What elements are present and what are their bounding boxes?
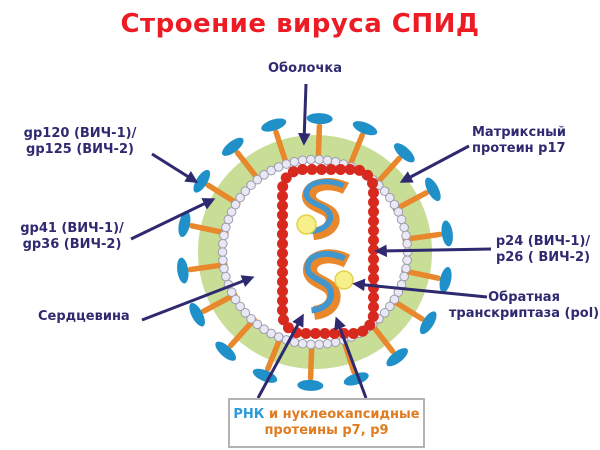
arrow-core xyxy=(141,275,255,322)
label-p24-line1: p24 (ВИЧ-1)/ xyxy=(495,234,591,249)
rna-caption-box: РНК и нуклеокапсидные протеины p7, p9 xyxy=(228,398,425,448)
label-gp120: gp120 (ВИЧ-1)/ gp125 (ВИЧ-2) xyxy=(6,126,154,157)
enzyme-circle-lower xyxy=(334,270,354,290)
label-envelope-text: Оболочка xyxy=(267,61,343,76)
label-gp41-line1: gp41 (ВИЧ-1)/ xyxy=(20,221,124,236)
rna-caption-rest: и нуклеокапсидные xyxy=(264,407,420,422)
label-matrix-line1: Матриксный xyxy=(472,125,567,140)
arrow-p24 xyxy=(374,244,492,258)
label-matrix-line2: протеин p17 xyxy=(472,140,566,156)
capsid-p24-ring xyxy=(277,164,380,340)
slide-title: Строение вируса СПИД xyxy=(120,9,480,39)
label-gp120-line2: gp125 (ВИЧ-2) xyxy=(26,141,134,157)
label-gp120-line1: gp120 (ВИЧ-1)/ xyxy=(23,126,137,141)
leader-arrows xyxy=(130,83,492,399)
arrow-rna-right xyxy=(334,316,368,399)
label-envelope: Оболочка xyxy=(255,61,355,77)
rna-caption-rna: РНК xyxy=(233,407,265,422)
rna-caption-line1: РНК и нуклеокапсидные xyxy=(230,407,423,423)
arrow-rna-left xyxy=(256,313,304,399)
arrow-reverse-transcriptase xyxy=(352,278,488,299)
label-gp41-line2: gp36 (ВИЧ-2) xyxy=(22,236,122,252)
label-p24: p24 (ВИЧ-1)/ p26 ( ВИЧ-2) xyxy=(488,234,598,265)
label-reverse-transcriptase: Обратная транскриптаза (pol) xyxy=(448,290,600,321)
label-rt-line2: транскриптаза (pol) xyxy=(448,305,600,321)
label-rt-line1: Обратная xyxy=(488,290,560,305)
label-core-text: Сердцевина xyxy=(38,309,130,324)
enzyme-circle-upper xyxy=(296,214,317,235)
arrow-gp41 xyxy=(130,198,216,241)
arrow-gp120 xyxy=(151,152,199,184)
label-p24-line2: p26 ( ВИЧ-2) xyxy=(495,249,591,265)
envelope-ring xyxy=(198,135,432,369)
label-core: Сердцевина xyxy=(38,309,130,325)
arrow-envelope xyxy=(298,83,311,146)
rna-caption-line2: протеины p7, p9 xyxy=(264,423,389,438)
label-matrix-protein: Матриксный протеин p17 xyxy=(472,125,596,156)
label-gp41: gp41 (ВИЧ-1)/ gp36 (ВИЧ-2) xyxy=(8,221,136,252)
arrow-matrix-protein xyxy=(399,144,470,183)
